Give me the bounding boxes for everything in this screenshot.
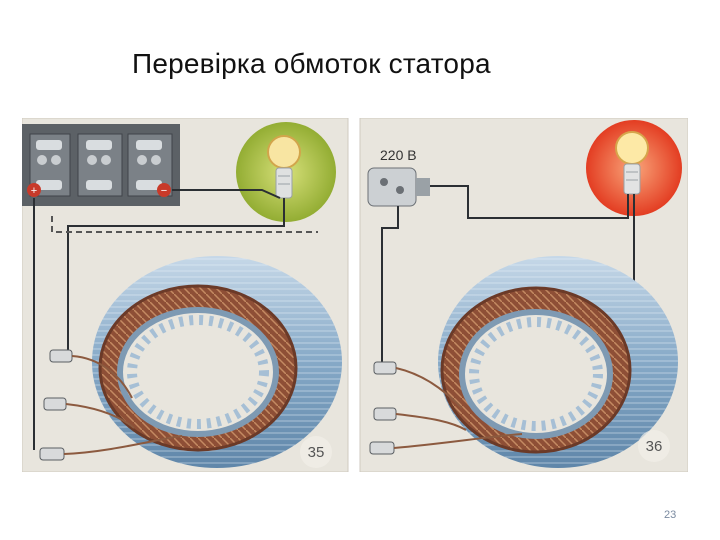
right-panel: 220 В xyxy=(359,118,688,472)
lamp-icon xyxy=(236,122,336,222)
battery-plus-label: + xyxy=(31,185,37,197)
clip-icon xyxy=(39,349,73,461)
clip-icon-right xyxy=(369,361,397,455)
stator-icon xyxy=(92,256,342,468)
left-panel: + − xyxy=(22,118,349,472)
battery-icon: + − xyxy=(22,124,180,206)
voltage-label: 220 В xyxy=(380,147,417,163)
lamp-icon-right xyxy=(586,120,682,216)
wires-left xyxy=(33,189,318,450)
slide-title: Перевірка обмоток статора xyxy=(132,48,491,79)
figure-number-left: 35 xyxy=(308,444,325,461)
stator-icon-right xyxy=(438,256,678,468)
stator-test-figure: + − xyxy=(22,118,688,472)
figure-number-right: 36 xyxy=(646,438,663,455)
plug-icon xyxy=(367,167,430,207)
page-number: 23 xyxy=(664,509,677,521)
battery-minus-label: − xyxy=(161,185,167,197)
